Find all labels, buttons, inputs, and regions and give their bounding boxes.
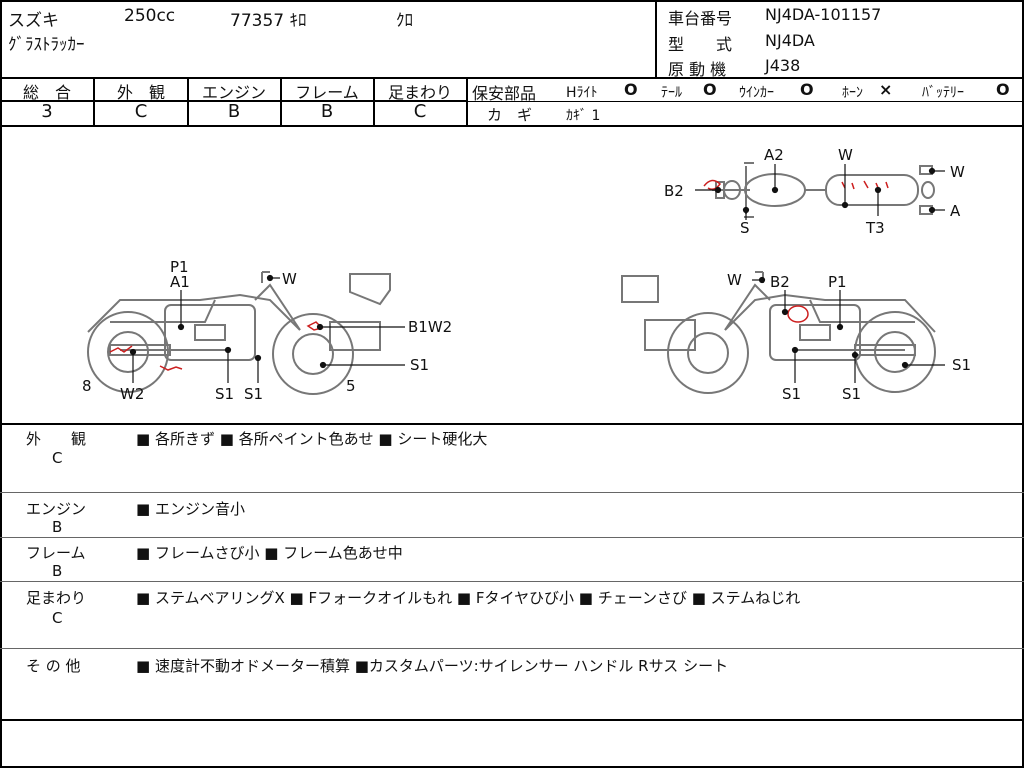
- label-right-b2: B2: [770, 273, 790, 291]
- label-left-p1: P1: [170, 258, 189, 276]
- notes-divider-4: [0, 648, 1024, 649]
- engine-label: 原 動 機: [668, 60, 727, 79]
- label-top-w2: W: [950, 163, 965, 181]
- grade-col-2: [187, 78, 189, 126]
- label-top-a2: A2: [764, 146, 784, 164]
- engine-grade-label: エンジン: [201, 83, 266, 102]
- label-left-a1: A1: [170, 273, 190, 291]
- frame-grade-label: フレーム: [295, 83, 359, 102]
- header-split: [655, 0, 657, 78]
- battery-label: ﾊﾞｯﾃﾘｰ: [922, 85, 964, 101]
- diagram-bottom-divider: [0, 423, 1024, 425]
- color: ｸﾛ: [396, 11, 413, 31]
- safety-divider: [466, 101, 1024, 102]
- note-exterior-title: 外 観: [26, 430, 87, 448]
- note-frame-grade: B: [52, 562, 63, 580]
- notes-divider-1: [0, 492, 1024, 493]
- grade-col-4: [373, 78, 375, 126]
- engine-grade: B: [227, 101, 241, 122]
- label-right-s1a: S1: [952, 356, 972, 374]
- frame-grade: B: [320, 101, 334, 122]
- label-top-s: S: [740, 219, 750, 237]
- grade-col-5: [466, 78, 468, 126]
- exterior-label: 外 観: [116, 83, 165, 102]
- horn-mark: ×: [879, 80, 893, 99]
- suspension-grade: C: [413, 101, 427, 122]
- label-right-s1b: S1: [782, 385, 802, 403]
- label-left-s1c: S1: [244, 385, 264, 403]
- label-left-5: 5: [346, 377, 356, 395]
- note-frame-text: ■ フレームさび小 ■ フレーム色あせ中: [136, 544, 403, 562]
- label-left-w2: W2: [120, 385, 145, 403]
- note-suspension-text: ■ ステムベアリングX ■ Fフォークオイルもれ ■ Fタイヤひび小 ■ チェー…: [136, 589, 801, 607]
- label-left-w: W: [282, 270, 297, 288]
- overall-grade: 3: [41, 101, 53, 122]
- header-divider: [0, 77, 1024, 79]
- winker-mark: O: [800, 80, 814, 99]
- frame-no: NJ4DA-101157: [765, 5, 882, 24]
- key-label: カ ギ: [487, 106, 533, 124]
- note-engine-title: エンジン: [26, 500, 87, 518]
- safety-label: 保安部品: [472, 84, 537, 103]
- model-code: NJ4DA: [765, 31, 815, 50]
- frame-no-label: 車台番号: [668, 9, 733, 28]
- maker: スズキ: [8, 11, 59, 31]
- note-frame-title: フレーム: [26, 544, 86, 562]
- note-suspension-title: 足まわり: [26, 589, 87, 607]
- label-top-b2: B2: [664, 182, 684, 200]
- label-left-s1a: S1: [410, 356, 430, 374]
- key-value: ｶｷﾞ 1: [566, 108, 601, 124]
- label-left-8: 8: [82, 377, 92, 395]
- grade-col-1: [93, 78, 95, 126]
- grade-header-divider: [0, 100, 466, 102]
- winker-label: ｳｲﾝｶｰ: [739, 85, 774, 101]
- label-right-s1c: S1: [842, 385, 862, 403]
- overall-label: 総 合: [22, 83, 71, 102]
- model-label: 型 式: [668, 35, 733, 54]
- headlight-label: Hﾗｲﾄ: [566, 85, 598, 101]
- left-side-view-diagram: [87, 271, 391, 395]
- label-left-s1b: S1: [215, 385, 235, 403]
- mileage: 77357 ｷﾛ: [230, 11, 307, 31]
- label-top-a: A: [950, 202, 961, 220]
- note-exterior-grade: C: [52, 449, 63, 467]
- engine-code: J438: [765, 56, 801, 75]
- tail-mark: O: [703, 80, 717, 99]
- suspension-label: 足まわり: [387, 83, 452, 102]
- note-exterior-text: ■ 各所きず ■ 各所ペイント色あせ ■ シート硬化大: [136, 430, 488, 448]
- note-other-title: そ の 他: [26, 657, 81, 675]
- label-right-w: W: [727, 271, 742, 289]
- note-other-text: ■ 速度計不動オドメーター積算 ■カスタムパーツ:サイレンサー ハンドル Rサス…: [136, 657, 729, 675]
- notes-divider-3: [0, 581, 1024, 582]
- headlight-mark: O: [624, 80, 638, 99]
- right-side-view-diagram: [621, 271, 936, 394]
- label-left-b1w2: B1W2: [408, 318, 453, 336]
- notes-bottom: [0, 719, 1024, 721]
- grade-col-3: [280, 78, 282, 126]
- note-engine-grade: B: [52, 518, 63, 536]
- notes-divider-2: [0, 537, 1024, 538]
- label-top-t3: T3: [866, 219, 885, 237]
- grade-row-bottom: [0, 125, 1024, 127]
- tail-label: ﾃｰﾙ: [661, 85, 682, 101]
- horn-label: ﾎｰﾝ: [842, 85, 863, 101]
- note-suspension-grade: C: [52, 609, 63, 627]
- label-top-w1: W: [838, 146, 853, 164]
- model-name: ｸﾞﾗｽﾄﾗｯｶｰ: [8, 35, 85, 55]
- exterior-grade: C: [134, 101, 148, 122]
- label-right-p1: P1: [828, 273, 847, 291]
- displacement: 250cc: [124, 6, 176, 26]
- note-engine-text: ■ エンジン音小: [136, 500, 245, 518]
- battery-mark: O: [996, 80, 1010, 99]
